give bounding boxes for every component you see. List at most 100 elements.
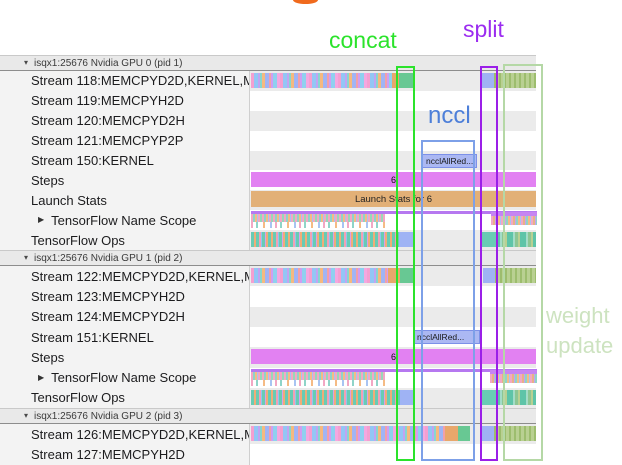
row-expander-icon[interactable]: ▶ [38, 372, 45, 382]
row-track [250, 210, 537, 231]
row-expander-icon[interactable]: ▶ [38, 215, 45, 225]
teal-event-bar[interactable] [480, 232, 497, 248]
multi-event-bar[interactable] [251, 426, 445, 442]
row-track [250, 130, 536, 151]
gstripe-event-bar[interactable] [494, 426, 536, 442]
clipped-orange-label-fragment [293, 0, 318, 4]
row-label: Stream 122:MEMCPYD2D,KERNEL,MI [0, 266, 250, 287]
track-row: Stream 123:MEMCPYH2D [0, 286, 536, 307]
multi-event-bar[interactable] [251, 268, 388, 284]
row-label: ▶ TensorFlow Name Scope [0, 367, 250, 388]
track-row: Stream 126:MEMCPYD2D,KERNEL,MI [0, 424, 536, 445]
row-track [250, 424, 536, 445]
row-label-text: TensorFlow Name Scope [51, 370, 197, 386]
ns2-event-bar[interactable] [491, 212, 537, 226]
row-track [250, 71, 536, 91]
row-label: Stream 118:MEMCPYD2D,KERNEL,ME [0, 71, 250, 91]
row-label-text: Steps [31, 349, 65, 365]
ops-event-bar[interactable] [251, 389, 400, 405]
track-row: Stream 120:MEMCPYD2H [0, 110, 536, 131]
row-label: Launch Stats [0, 190, 250, 211]
section-expander-icon[interactable]: ▾ [24, 58, 29, 67]
gstripe-event-bar[interactable] [494, 73, 536, 88]
opstripe-event-bar[interactable] [497, 389, 536, 405]
row-label: Stream 127:MEMCPYH2D [0, 444, 250, 465]
row-label: TensorFlow Ops [0, 230, 250, 251]
row-label: Stream 150:KERNEL [0, 150, 250, 171]
row-label-text: Launch Stats [31, 192, 107, 208]
green-event-bar[interactable] [400, 268, 414, 284]
row-track: ncclAllRed... [250, 326, 536, 348]
gpu-section-header[interactable]: ▾ isqx1:25676 Nvidia GPU 2 (pid 3) [0, 408, 536, 425]
ops-event-bar[interactable] [251, 232, 399, 248]
track-row: Stream 150:KERNEL ncclAllRed... [0, 150, 536, 171]
gstripe-event-bar[interactable] [495, 268, 536, 284]
green-event-bar[interactable] [399, 73, 414, 88]
row-label: Stream 151:KERNEL [0, 326, 250, 348]
row-label: Stream 124:MEMCPYD2H [0, 306, 250, 327]
track-row: Stream 151:KERNEL ncclAllRed... [0, 326, 536, 348]
track-row: Stream 122:MEMCPYD2D,KERNEL,MI [0, 266, 536, 287]
row-track [250, 306, 536, 327]
row-label-text: Stream 118:MEMCPYD2D,KERNEL,ME [31, 73, 250, 89]
nccl-event-bar[interactable]: ncclAllRed... [413, 329, 480, 344]
row-track [250, 90, 536, 111]
section-expander-icon[interactable]: ▾ [24, 411, 29, 421]
row-track: Launch Stats for 6 [250, 190, 536, 211]
orange-event-bar[interactable] [445, 426, 458, 442]
weight-update-line-1: weight [546, 303, 610, 328]
launch-event-bar[interactable]: Launch Stats for 6 [251, 191, 536, 208]
track-row: Steps 6 [0, 347, 536, 368]
ns2-event-bar[interactable] [490, 369, 537, 383]
opstripe-event-bar[interactable] [497, 232, 536, 248]
row-label-text: Stream 120:MEMCPYD2H [31, 113, 185, 129]
ns-event-bar[interactable] [251, 214, 385, 229]
track-row: ▶TensorFlow Name Scope [0, 210, 537, 231]
track-row: TensorFlow Ops [0, 387, 536, 409]
row-track [250, 367, 537, 388]
row-label: Stream 120:MEMCPYD2H [0, 110, 250, 131]
row-label-text: Stream 150:KERNEL [31, 153, 154, 168]
gpu-section-header[interactable]: ▾isqx1:25676 Nvidia GPU 0 (pid 1) [0, 55, 536, 71]
nccl-event-bar[interactable]: ncclAllRed... [422, 153, 477, 168]
row-label-text: Stream 127:MEMCPYH2D [31, 447, 185, 463]
row-label: ▶TensorFlow Name Scope [0, 210, 250, 231]
row-track: 6 [250, 170, 536, 191]
row-label-text: Stream 122:MEMCPYD2D,KERNEL,MI [31, 268, 250, 284]
weight-update-line-2: update [546, 333, 614, 358]
steps-event-bar[interactable]: 6 [251, 172, 536, 188]
row-label-text: Steps [31, 172, 65, 188]
multi-event-bar[interactable] [251, 73, 392, 88]
track-row: Stream 119:MEMCPYH2D [0, 90, 536, 111]
nsline-event-bar[interactable] [251, 211, 537, 215]
section-header-label: isqx1:25676 Nvidia GPU 2 (pid 3) [34, 410, 183, 422]
nsline-event-bar[interactable] [251, 368, 537, 372]
orange-event-bar[interactable] [392, 73, 399, 88]
row-label-text: Stream 124:MEMCPYD2H [31, 309, 185, 325]
ns-event-bar[interactable] [251, 371, 385, 386]
gpu-section-header[interactable]: ▾ isqx1:25676 Nvidia GPU 1 (pid 2) [0, 250, 536, 267]
row-label-text: Stream 123:MEMCPYH2D [31, 288, 185, 304]
blue-event-bar[interactable] [399, 232, 414, 248]
section-expander-icon[interactable]: ▾ [24, 253, 29, 263]
section-header-label: isqx1:25676 Nvidia GPU 1 (pid 2) [34, 252, 183, 264]
row-track [250, 387, 536, 409]
row-track [250, 444, 536, 465]
row-label: Steps [0, 347, 250, 368]
steps-event-bar[interactable]: 6 [251, 349, 536, 365]
blue-event-bar[interactable] [482, 426, 494, 442]
blue-event-bar[interactable] [482, 73, 494, 88]
blue-event-bar[interactable] [483, 268, 495, 284]
orange-event-bar[interactable] [388, 268, 400, 284]
split-annotation-label: split [463, 16, 504, 42]
row-label-text: TensorFlow Ops [31, 232, 125, 248]
row-label-text: Stream 121:MEMCPYP2P [31, 133, 184, 149]
green-event-bar[interactable] [458, 426, 470, 442]
concat-annotation-label: concat [329, 27, 397, 53]
track-row: Stream 124:MEMCPYD2H [0, 306, 536, 327]
row-label: Stream 119:MEMCPYH2D [0, 90, 250, 111]
row-label: Stream 123:MEMCPYH2D [0, 286, 250, 307]
teal-event-bar[interactable] [480, 389, 497, 405]
blue-event-bar[interactable] [400, 389, 413, 405]
